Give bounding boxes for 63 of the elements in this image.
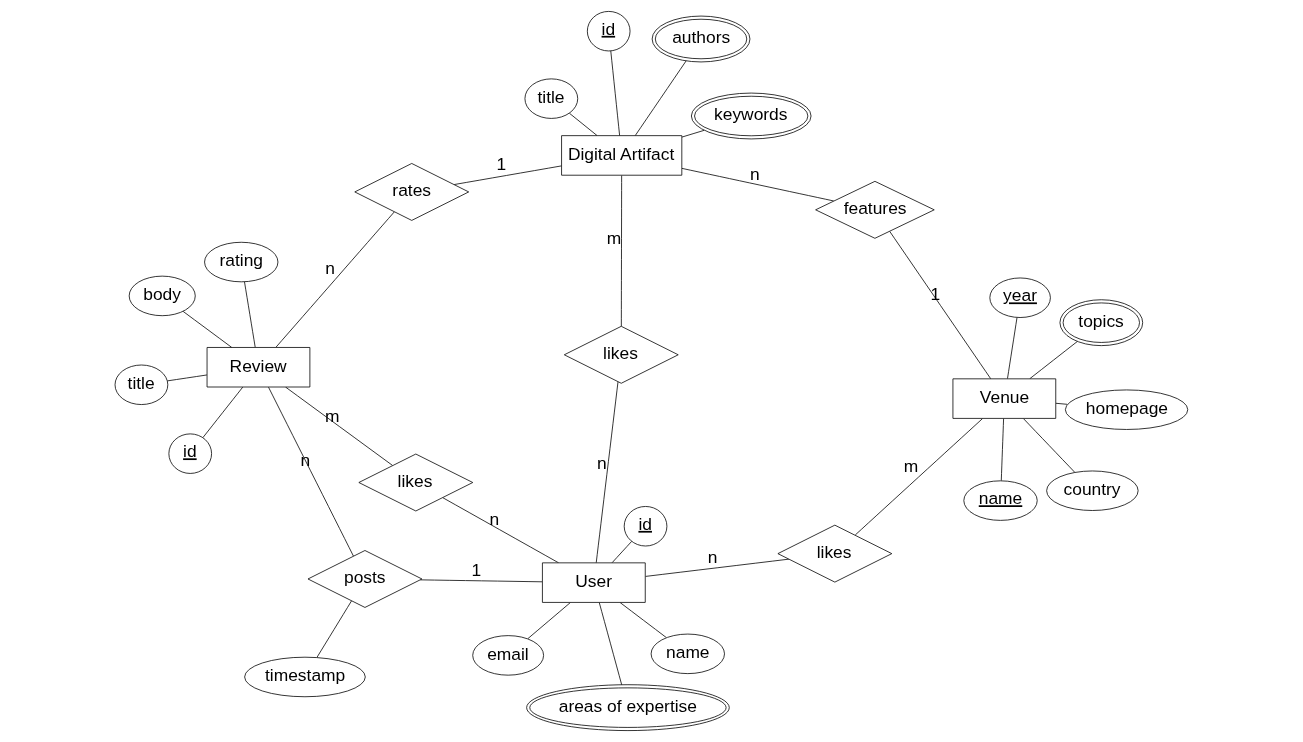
connector (611, 540, 633, 564)
connector (453, 165, 562, 185)
edge-label: 1 (496, 154, 507, 175)
connector (569, 112, 598, 136)
connector (167, 374, 208, 382)
connector (527, 602, 571, 640)
connector (275, 211, 395, 348)
node-ellipse: email (472, 635, 544, 676)
node-ellipse: year (989, 277, 1051, 318)
node-box: Venue (952, 378, 1057, 419)
connector (1029, 341, 1078, 380)
connector (598, 602, 623, 686)
node-box: User (542, 562, 646, 603)
node-circle: id (168, 433, 212, 474)
connector (889, 231, 992, 380)
node-ellipse: body (128, 275, 196, 317)
connector (202, 386, 244, 438)
connector (1007, 317, 1018, 380)
connector (1000, 418, 1004, 482)
connector (854, 418, 983, 536)
node-ellipse: homepage (1064, 389, 1189, 430)
connector (182, 311, 233, 348)
node-ellipse: timestamp (244, 656, 366, 698)
node-diamond: likes (563, 325, 679, 384)
node-diamond: rates (354, 163, 470, 221)
connector (285, 386, 393, 466)
node-box: Review (206, 347, 311, 388)
node-diamond: features (815, 180, 935, 239)
edge-label: n (300, 449, 311, 470)
connector (268, 386, 354, 557)
connector (620, 175, 623, 327)
connector (1023, 418, 1076, 473)
connector (681, 129, 705, 138)
edge-label: n (325, 258, 335, 279)
edge-label: m (903, 456, 919, 476)
node-circle: id (586, 11, 631, 52)
node-ellipse: rating (204, 241, 279, 283)
connector (244, 281, 256, 348)
connector (681, 167, 835, 202)
edge-label: n (489, 508, 500, 529)
connector (610, 50, 621, 137)
edge-label: n (707, 546, 718, 567)
connector (1055, 402, 1068, 405)
node-diamond: likes (358, 453, 474, 512)
node-ellipse: country (1046, 470, 1139, 511)
edge-label: n (749, 164, 760, 185)
edge-label: 1 (471, 559, 482, 580)
node-ellipse: name (963, 480, 1038, 521)
node-ellipse: title (524, 78, 579, 119)
node-circle: id (623, 506, 668, 547)
edge-label: n (596, 453, 607, 474)
connector (619, 602, 667, 639)
node-ellipse: title (114, 364, 169, 405)
node-diamond: likes (777, 524, 893, 583)
connector (419, 579, 543, 583)
edge-label: m (606, 227, 622, 248)
node-box: Digital Artifact (561, 135, 683, 176)
connector (634, 60, 687, 136)
node-ellipse: name (650, 633, 725, 674)
connector (595, 381, 619, 564)
edge-label: m (324, 405, 340, 426)
node-diamond: posts (307, 550, 423, 608)
connector (316, 600, 352, 658)
